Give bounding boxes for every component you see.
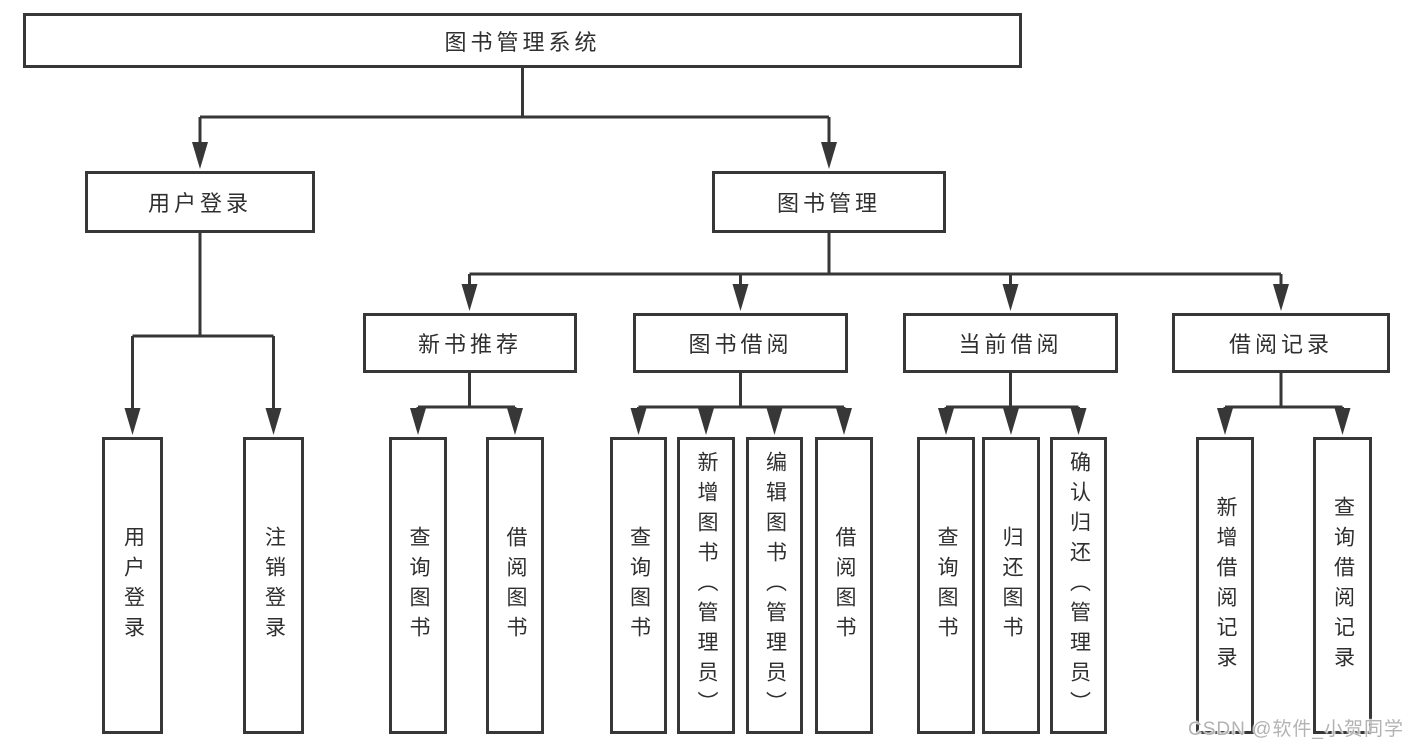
- leaf-label: 编辑图书（管理员）: [763, 450, 787, 721]
- leaf-label: 查询图书: [935, 525, 958, 646]
- leaf-label: 新增借阅记录: [1214, 495, 1237, 676]
- node-leaf-query-books-2: 查询图书: [610, 437, 667, 734]
- node-book-management: 图书管理: [712, 171, 946, 233]
- leaf-label: 借阅图书: [504, 525, 527, 646]
- node-leaf-query-books-1: 查询图书: [389, 437, 447, 734]
- arrowhead: [192, 142, 208, 169]
- arrowhead: [1273, 284, 1289, 311]
- csdn-watermark: CSDN @软件_小贺同学: [1188, 719, 1404, 740]
- arrowhead: [630, 408, 647, 435]
- arrowhead: [766, 408, 783, 435]
- connector-root-to-level2: [198, 68, 831, 149]
- leaf-label: 查询借阅记录: [1331, 495, 1355, 676]
- arrowhead: [836, 408, 852, 435]
- arrowhead: [732, 284, 749, 311]
- node-leaf-borrow-books-1: 借阅图书: [486, 437, 544, 734]
- node-leaf-add-books-admin: 新增图书（管理员）: [677, 437, 735, 734]
- node-leaf-logout: 注销登录: [243, 437, 304, 734]
- arrowhead: [124, 408, 141, 435]
- node-leaf-edit-books-admin: 编辑图书（管理员）: [746, 437, 803, 734]
- leaf-label: 用户登录: [121, 525, 145, 646]
- node-user-login: 用户登录: [85, 171, 315, 233]
- arrowhead: [698, 408, 714, 435]
- leaf-label: 查询图书: [627, 525, 651, 646]
- arrowhead: [1002, 284, 1019, 311]
- arrowhead: [1334, 408, 1351, 435]
- arrowhead: [265, 408, 282, 435]
- node-book-borrow: 图书借阅: [633, 313, 848, 373]
- connector-management-to-level3: [468, 233, 1283, 291]
- arrowhead: [507, 408, 523, 435]
- arrowhead: [1003, 408, 1019, 435]
- node-leaf-user-login: 用户登录: [102, 437, 163, 734]
- node-library-management-system: 图书管理系统: [23, 13, 1022, 68]
- leaf-label: 借阅图书: [833, 525, 856, 646]
- connector-book-borrow-children: [637, 373, 846, 415]
- connector-new-book-children: [416, 373, 517, 415]
- arrowhead: [821, 142, 837, 169]
- node-leaf-return-books: 归还图书: [982, 437, 1040, 734]
- node-leaf-confirm-return-admin: 确认归还（管理员）: [1050, 437, 1107, 734]
- node-leaf-add-borrow-record: 新增借阅记录: [1196, 437, 1254, 734]
- node-current-borrow: 当前借阅: [903, 313, 1118, 373]
- arrowhead: [410, 408, 426, 435]
- node-leaf-borrow-books-2: 借阅图书: [815, 437, 873, 734]
- leaf-label: 归还图书: [1000, 525, 1023, 646]
- arrowhead: [1070, 408, 1087, 435]
- arrowhead: [461, 284, 478, 311]
- connector-borrow-records-children: [1223, 373, 1344, 415]
- node-new-book-recommend: 新书推荐: [363, 313, 577, 373]
- leaf-label: 新增图书（管理员）: [695, 450, 718, 721]
- arrowhead: [1217, 408, 1233, 435]
- connector-user-login-children: [131, 233, 275, 415]
- node-leaf-query-books-3: 查询图书: [917, 437, 975, 734]
- leaf-label: 确认归还（管理员）: [1067, 450, 1091, 721]
- node-leaf-query-borrow-record: 查询借阅记录: [1313, 437, 1372, 734]
- leaf-label: 注销登录: [262, 525, 286, 646]
- leaf-label: 查询图书: [407, 525, 430, 646]
- node-borrow-records: 借阅记录: [1172, 313, 1390, 373]
- arrowhead: [938, 408, 954, 435]
